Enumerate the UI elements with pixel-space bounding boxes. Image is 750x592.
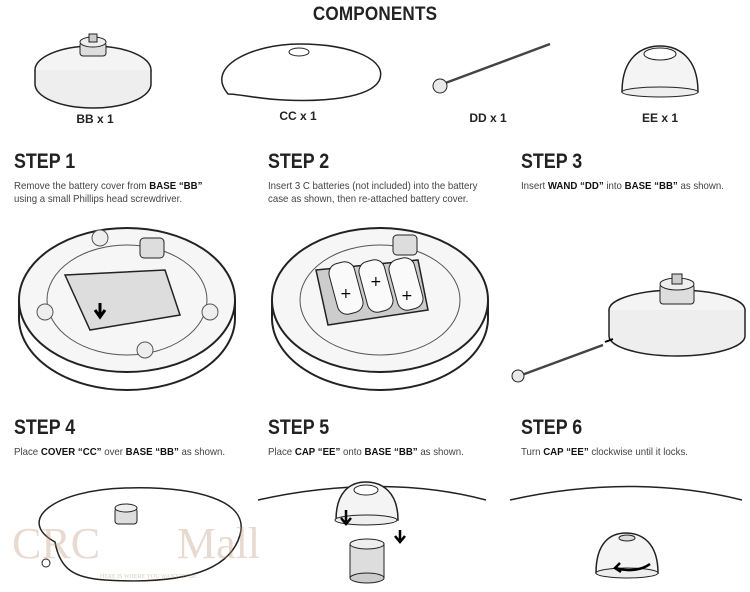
instruction-text: onto [340,446,365,458]
step-instructions: Insert 3 C batteries (not included) into… [268,180,480,205]
wand-icon [432,42,551,94]
arrow-down-icon [93,303,107,320]
part-name: CAP “EE” [294,446,341,458]
instruction-text: Place [14,446,41,458]
step4-cover-illustration [38,487,242,582]
instruction-text: Insert [521,180,548,192]
rotate-clockwise-arrow-icon [613,562,651,574]
part-name: BASE “BB” [149,180,203,192]
step2-batteries-illustration: + + + [271,227,489,391]
instruction-text: using a small Phillips head screwdriver. [14,192,183,205]
step-instructions: Insert WAND “DD” into BASE “BB” as shown… [521,180,733,193]
part-name: CAP “EE” [543,446,589,458]
step-heading: STEP 4 [14,416,76,439]
instruction-text: into [603,180,625,192]
base-icon [34,33,152,109]
svg-text:+: + [340,286,352,302]
arrow-down-icon [340,510,352,526]
part-name: COVER “CC” [40,446,102,458]
step1-base-underside-illustration [18,227,236,391]
component-label-cc: CC x 1 [279,109,317,123]
step-heading: STEP 3 [521,150,583,173]
step-instructions: Place CAP “EE” onto BASE “BB” as shown. [268,446,480,459]
component-label-bb: BB x 1 [76,112,114,126]
svg-text:+: + [401,288,413,304]
step-heading: STEP 5 [268,416,330,439]
step6-cap-lock-illustration [509,485,743,579]
svg-text:+: + [370,274,382,290]
components-title: COMPONENTS [312,4,438,25]
component-label-dd: DD x 1 [469,111,507,125]
step-instructions: Remove the battery cover from BASE “BB” … [14,180,226,205]
instruction-text: Place [268,446,295,458]
part-name: BASE “BB” [364,446,418,458]
step-instructions: Turn CAP “EE” clockwise until it locks. [521,446,733,459]
instruction-text: clockwise until it locks. [588,446,688,458]
step-heading: STEP 2 [268,150,330,173]
part-name: BASE “BB” [125,446,179,458]
step3-wand-insert-illustration [511,273,746,383]
instruction-text: Turn [521,446,544,458]
arrow-down-icon [394,530,406,544]
instruction-text: Insert 3 C batteries (not included) into… [268,180,478,205]
step-heading: STEP 1 [14,150,76,173]
part-name: WAND “DD” [547,180,604,192]
part-name: BASE “BB” [624,180,678,192]
instruction-text: as shown. [417,446,464,458]
arrow-icon [604,338,614,343]
instruction-text: as shown. [178,446,226,458]
step-instructions: Place COVER “CC” over BASE “BB” as shown… [14,446,226,459]
cap-icon [621,45,699,98]
component-label-ee: EE x 1 [641,111,679,125]
watermark-tagline: HERE IS WHERE YOU WANT TO BE [100,574,197,580]
step5-cap-illustration [257,481,487,584]
watermark: CRC Mall [12,519,261,568]
instruction-text: Remove the battery cover from [14,180,150,192]
instruction-text: as shown. [677,180,724,192]
instruction-text: over [101,446,126,458]
step-heading: STEP 6 [521,416,583,439]
cover-icon [221,43,382,102]
